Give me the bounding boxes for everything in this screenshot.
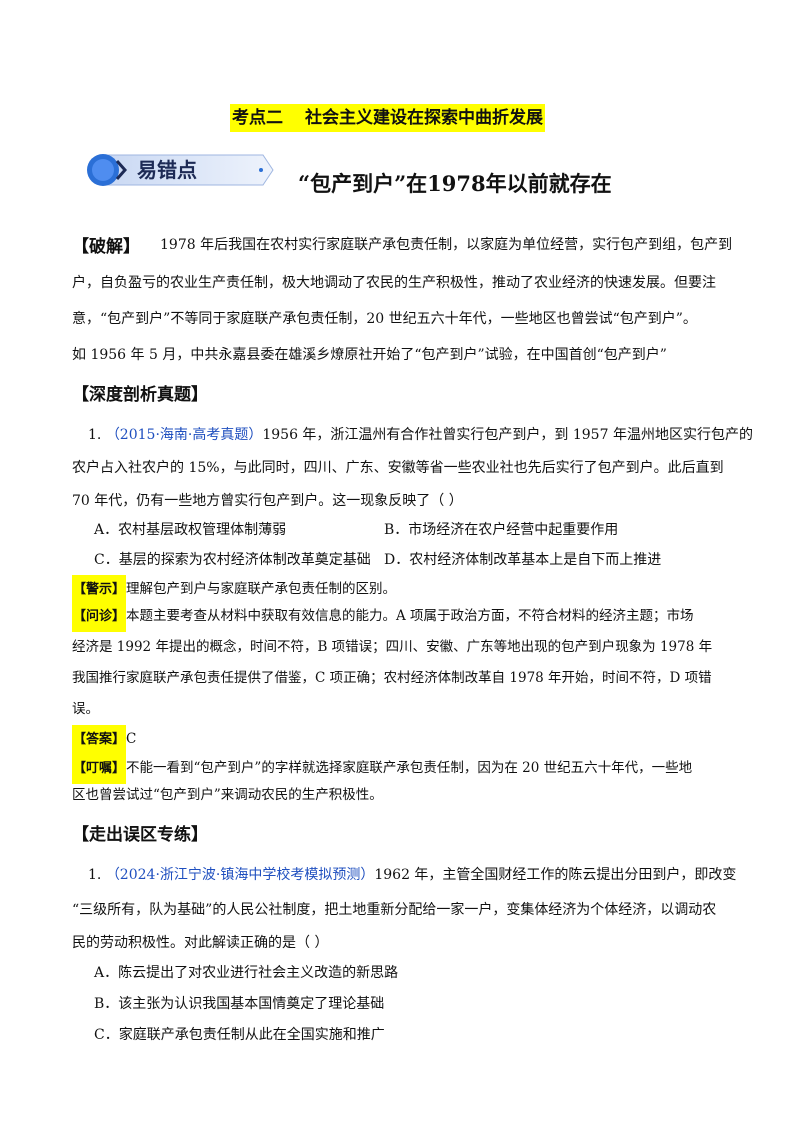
wenzhen-text-1: 本题主要考查从材料中获取有效信息的能力。A 项属于政治方面，不符合材料的经济主题… xyxy=(126,608,694,624)
page-title: 考点二 社会主义建设在探索中曲折发展 xyxy=(230,104,545,132)
q2-number: 1. xyxy=(88,867,102,883)
pojie-line-4: 如 1956 年 5 月，中共永嘉县委在雄溪乡燎原社开始了“包产到户”试验，在中… xyxy=(72,347,667,363)
dingzhu-row-2: 区也曾尝试过“包产到户”来调动农民的生产积极性。 xyxy=(72,787,383,803)
pojie-line-1: 1978 年后我国在农村实行家庭联产承包责任制，以家庭为单位经营，实行包产到组，… xyxy=(160,237,733,253)
kaodian-label: 考点二 xyxy=(232,108,283,128)
q1-option-c[interactable]: C．基层的探索为农村经济体制改革奠定基础 xyxy=(94,552,371,568)
section2-heading: 【走出误区专练】 xyxy=(72,825,208,845)
jingshi-tag: 【警示】 xyxy=(72,575,127,605)
daan-row: 【答案】C xyxy=(72,724,136,755)
q2-text-1: 1962 年，主管全国财经工作的陈云提出分田到户，即改变 xyxy=(374,867,737,883)
q1-option-d[interactable]: D．农村经济体制改革基本上是自下而上推进 xyxy=(384,552,662,568)
wenzhen-row-2: 经济是 1992 年提出的概念，时间不符，B 项错误；四川、安徽、广东等地出现的… xyxy=(72,639,713,655)
jingshi-text: 理解包产到户与家庭联产承包责任制的区别。 xyxy=(126,581,397,597)
q1-option-b[interactable]: B．市场经济在农户经营中起重要作用 xyxy=(384,522,619,538)
jingshi-row: 【警示】理解包产到户与家庭联产承包责任制的区别。 xyxy=(72,574,396,605)
q2-source: （2024·浙江宁波·镇海中学校考模拟预测） xyxy=(105,867,375,883)
mistake-badge: 易错点 xyxy=(85,152,275,188)
chevron-right-icon xyxy=(115,160,128,180)
dingzhu-row-1: 【叮嘱】不能一看到“包产到户”的字样就选择家庭联产承包责任制，因为在 20 世纪… xyxy=(72,753,692,784)
wenzhen-row-3: 我国推行家庭联产承包责任提供了借鉴，C 项正确；农村经济体制改革自 1978 年… xyxy=(72,670,712,686)
pojie-line-3: 意，“包产到户”不等同于家庭联产承包责任制，20 世纪五六十年代，一些地区也曾尝… xyxy=(72,311,697,327)
q1-text-1: 1956 年，浙江温州有合作社曾实行包产到户，到 1957 年温州地区实行包产的 xyxy=(262,427,753,443)
q1-number: 1. xyxy=(88,427,102,443)
q2-line-2: “三级所有，队为基础”的人民公社制度，把土地重新分配给一家一户，变集体经济为个体… xyxy=(72,902,717,918)
q2-option-c[interactable]: C．家庭联产承包责任制从此在全国实施和推广 xyxy=(94,1027,385,1043)
wenzhen-row-1: 【问诊】本题主要考查从材料中获取有效信息的能力。A 项属于政治方面，不符合材料的… xyxy=(72,601,694,632)
q2-line-1: 1. （2024·浙江宁波·镇海中学校考模拟预测）1962 年，主管全国财经工作… xyxy=(88,860,736,890)
q1-line-1: 1. （2015·海南·高考真题）1956 年，浙江温州有合作社曾实行包产到户，… xyxy=(88,420,753,450)
pojie-line-2: 户，自负盈亏的农业生产责任制，极大地调动了农民的生产积极性，推动了农业经济的快速… xyxy=(72,275,716,291)
dingzhu-tag: 【叮嘱】 xyxy=(72,754,127,784)
daan-text: C xyxy=(126,731,137,747)
q2-option-a[interactable]: A．陈云提出了对农业进行社会主义改造的新思路 xyxy=(94,965,399,981)
badge-label: 易错点 xyxy=(137,158,197,182)
dingzhu-text-1: 不能一看到“包产到户”的字样就选择家庭联产承包责任制，因为在 20 世纪五六十年… xyxy=(126,760,693,776)
pojie-label: 【破解】 xyxy=(72,237,140,257)
daan-tag: 【答案】 xyxy=(72,725,127,755)
wenzhen-tag: 【问诊】 xyxy=(72,602,127,632)
mistake-title: “包产到户”在1978年以前就存在 xyxy=(298,171,612,196)
q1-line-2: 农户占入社农户的 15%，与此同时，四川、广东、安徽等省一些农业社也先后实行了包… xyxy=(72,460,724,476)
q2-line-3: 民的劳动积极性。对此解读正确的是（ ） xyxy=(72,935,329,951)
section1-heading: 【深度剖析真题】 xyxy=(72,385,208,405)
badge-shape xyxy=(87,154,274,186)
q1-source: （2015·海南·高考真题） xyxy=(105,427,263,443)
wenzhen-row-4: 误。 xyxy=(72,701,99,717)
q2-option-b[interactable]: B．该主张为认识我国基本国情奠定了理论基础 xyxy=(94,996,385,1012)
q1-option-a[interactable]: A．农村基层政权管理体制薄弱 xyxy=(94,522,287,538)
topic-title: 社会主义建设在探索中曲折发展 xyxy=(305,108,543,128)
q1-line-3: 70 年代，仍有一些地方曾实行包产到户。这一现象反映了（ ） xyxy=(72,493,463,509)
